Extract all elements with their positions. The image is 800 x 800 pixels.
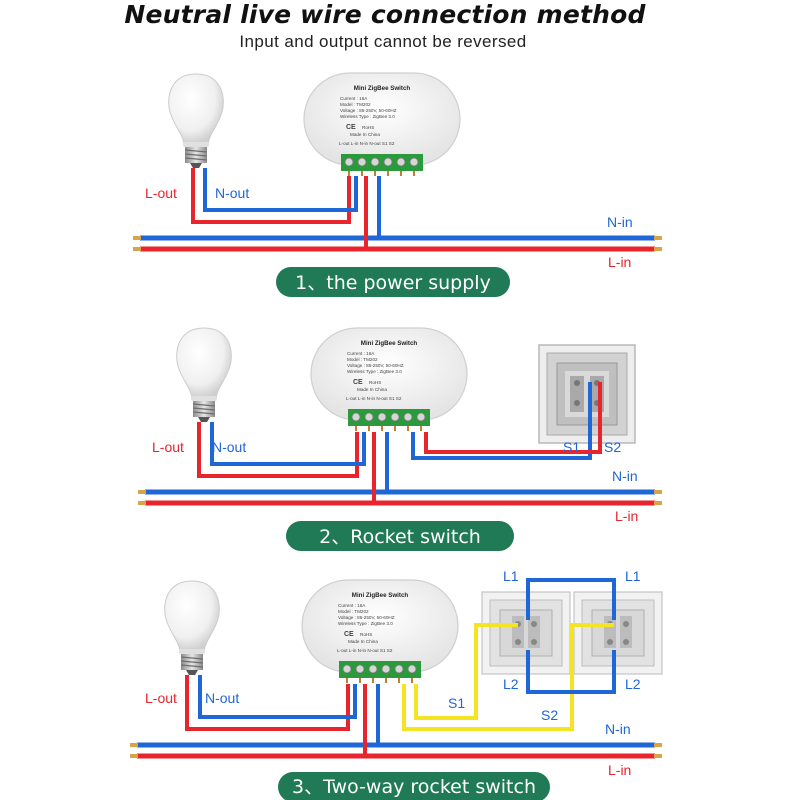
wires-1 [191,168,381,249]
label-s1: S1 [563,439,580,455]
device-spec-0: Current : 16A [340,96,368,101]
supply-lines-3 [130,742,662,759]
label-l1-left: L1 [503,568,519,584]
device-spec-3: Wireless Type : ZigBee 3.0 [347,369,402,374]
label-l2-left: L2 [503,676,519,692]
device-terminal-labels: L-out L-in N-in N-out S1 S2 [346,396,402,401]
page-subtitle: Input and output cannot be reversed [239,32,527,51]
label-l2-right: L2 [625,676,641,692]
device-spec-3: Wireless Type : ZigBee 3.0 [338,621,393,626]
light-bulb-icon [176,327,232,423]
label-l-in: L-in [608,762,631,778]
caption-text: 2、Rocket switch [319,526,481,548]
caption-text: 3、Two-way rocket switch [292,776,536,798]
two-way-switch-right [573,591,663,675]
label-s1: S1 [448,695,465,711]
section-1: Mini ZigBee Switch Current : 16A Model :… [133,72,662,297]
label-l1-right: L1 [625,568,641,584]
label-l-out: L-out [145,185,177,201]
device-spec-2: Voltage : 85-250V, 50-60HZ [347,363,404,368]
device-spec-2: Voltage : 85-250V, 50-60HZ [338,615,395,620]
label-n-in: N-in [607,214,633,230]
section-caption-1: 1、the power supply [276,267,510,297]
device-spec-1: Model : TM202 [338,609,369,614]
device-title: Mini ZigBee Switch [354,85,411,92]
section-2: Mini ZigBee Switch Current : 16A Model :… [138,327,662,551]
light-bulb-icon [168,73,224,169]
caption-text: 1、the power supply [295,272,491,294]
label-n-in: N-in [605,721,631,737]
mini-zigbee-switch: Mini ZigBee Switch Current : 16A Model :… [303,72,461,177]
label-l-out: L-out [152,439,184,455]
device-spec-1: Model : TM202 [347,357,378,362]
page-title: Neutral live wire connection method [124,0,646,29]
rohs-mark: RoHS [360,632,372,637]
label-n-out: N-out [212,439,246,455]
light-bulb-icon [164,580,220,676]
rohs-mark: RoHS [369,380,381,385]
mini-zigbee-switch: Mini ZigBee Switch Current : 16A Model :… [310,327,468,432]
label-s2: S2 [604,439,621,455]
section-caption-2: 2、Rocket switch [286,521,514,551]
rohs-mark: RoHS [362,125,374,130]
device-origin: Made In China [357,387,387,392]
supply-lines-1 [133,235,662,252]
device-spec-3: Wireless Type : ZigBee 3.0 [340,114,395,119]
supply-lines-2 [138,489,662,506]
device-terminal-labels: L-out L-in N-in N-out S1 S2 [337,648,393,653]
label-n-out: N-out [215,185,249,201]
label-n-in: N-in [612,468,638,484]
section-3: Mini ZigBee Switch Current : 16A Model :… [130,568,663,800]
wires-2 [197,382,602,503]
label-l-out: L-out [145,690,177,706]
device-spec-1: Model : TM202 [340,102,371,107]
device-spec-0: Current : 16A [347,351,375,356]
device-spec-0: Current : 16A [338,603,366,608]
label-s2: S2 [541,707,558,723]
ce-mark: CE [346,124,356,131]
label-l-in: L-in [608,254,631,270]
device-origin: Made In China [348,639,378,644]
ce-mark: CE [344,631,354,638]
device-spec-2: Voltage : 85-250V, 50-60HZ [340,108,397,113]
label-n-out: N-out [205,690,239,706]
rocker-switch [538,344,636,444]
mini-zigbee-switch: Mini ZigBee Switch Current : 16A Model :… [301,579,459,684]
device-origin: Made In China [350,132,380,137]
ce-mark: CE [353,379,363,386]
wires-3 [185,578,616,756]
device-title: Mini ZigBee Switch [361,340,418,347]
device-title: Mini ZigBee Switch [352,592,409,599]
label-l-in: L-in [615,508,638,524]
device-terminal-labels: L-out L-in N-in N-out S1 S2 [339,141,395,146]
section-caption-3: 3、Two-way rocket switch [278,772,550,800]
